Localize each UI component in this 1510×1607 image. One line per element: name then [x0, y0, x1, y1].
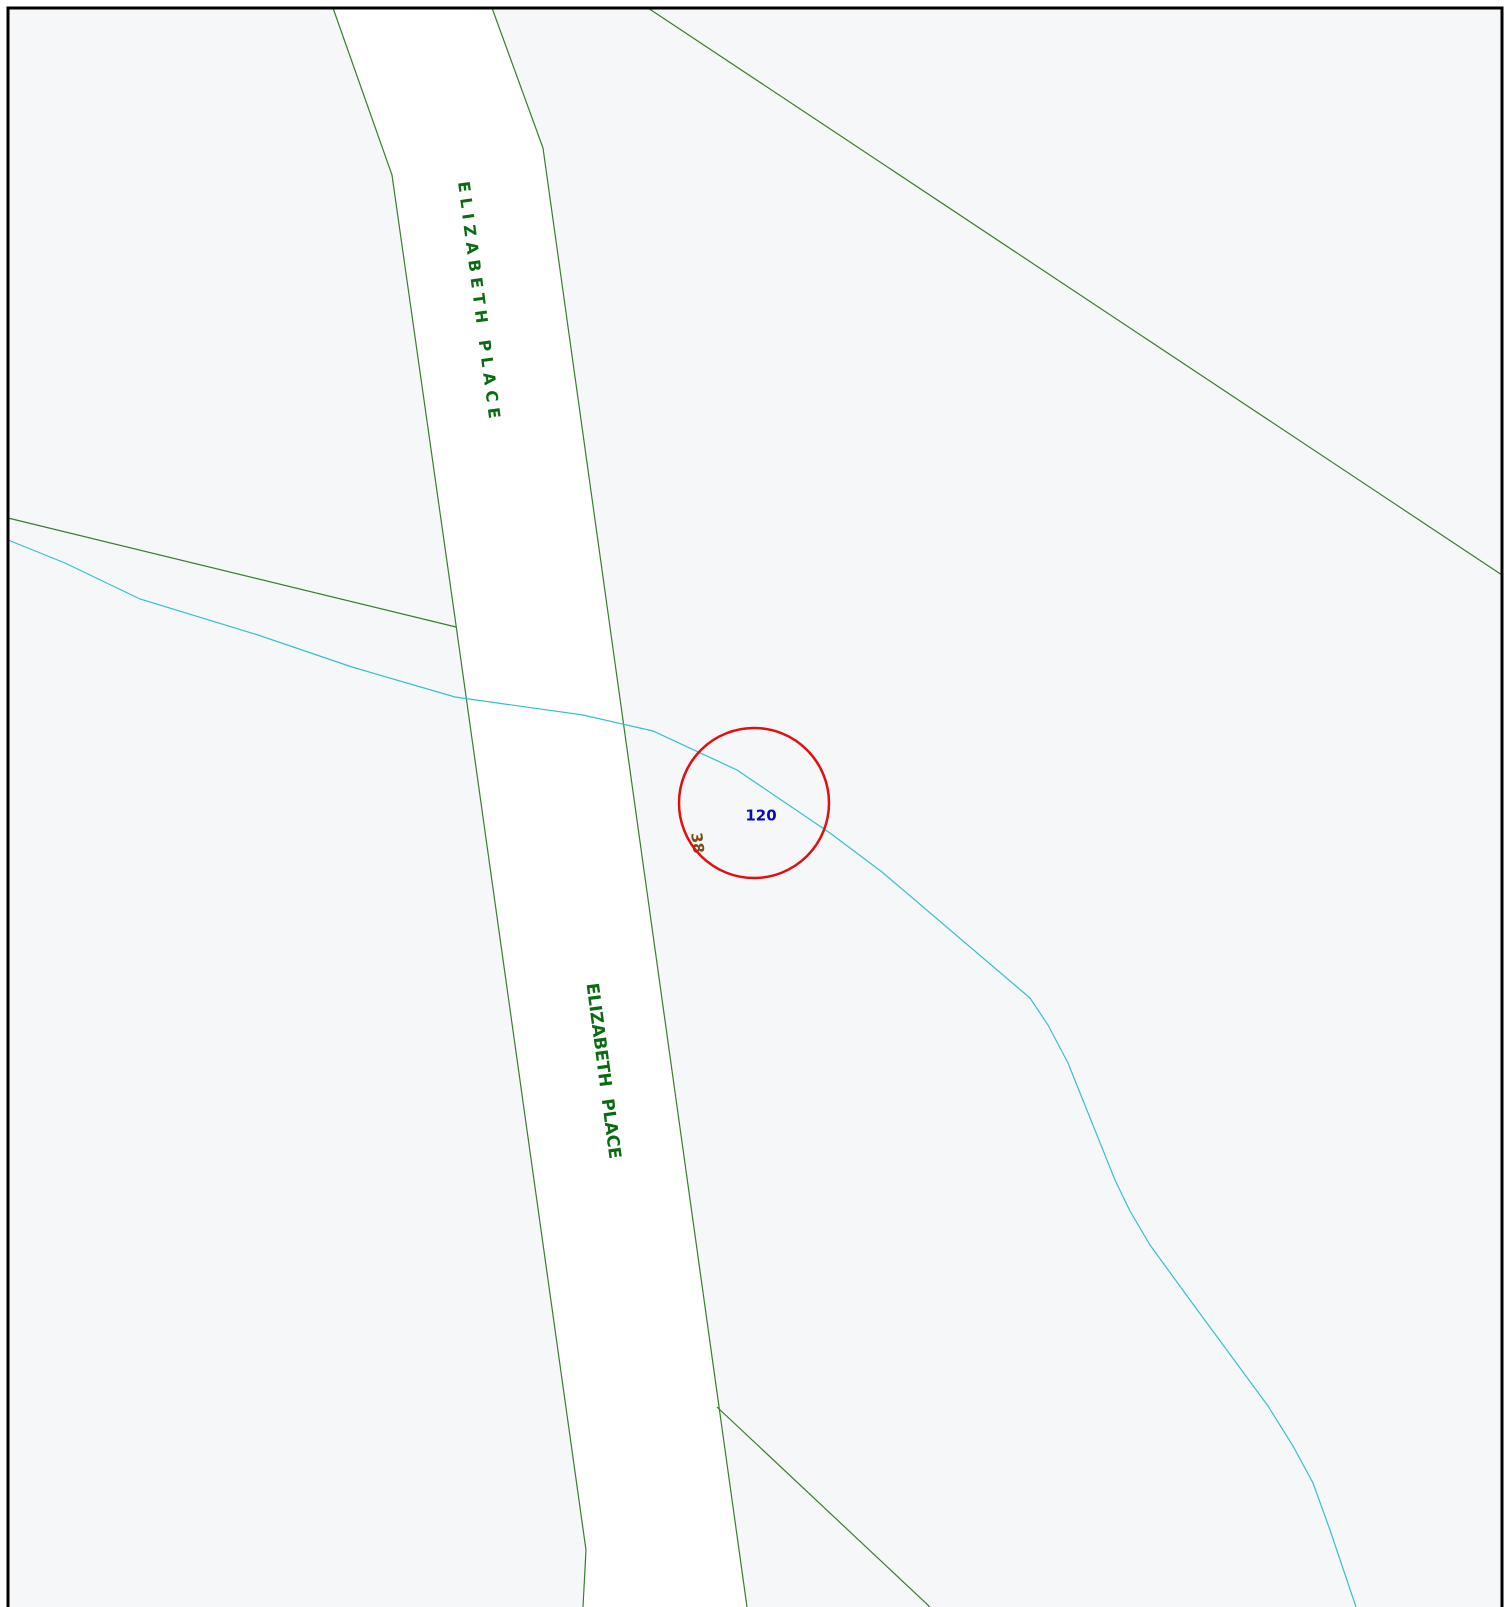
road-boundary-right	[491, 7, 748, 1607]
plan-number-label: 120	[745, 807, 776, 825]
location-marker-circle[interactable]	[677, 726, 831, 880]
lot-number-label: 38	[687, 831, 708, 854]
lot-boundary-west	[7, 517, 457, 628]
map-background	[8, 8, 1502, 1607]
map-frame-border	[6, 6, 1504, 1607]
lot-number-text: 38	[687, 831, 708, 854]
road-boundary-left	[332, 7, 587, 1607]
lot-boundary-northeast	[647, 7, 1503, 576]
waterway-line	[7, 539, 1357, 1607]
road-elizabeth-place[interactable]	[333, 8, 747, 1607]
lot-boundary-southeast	[716, 1406, 931, 1607]
